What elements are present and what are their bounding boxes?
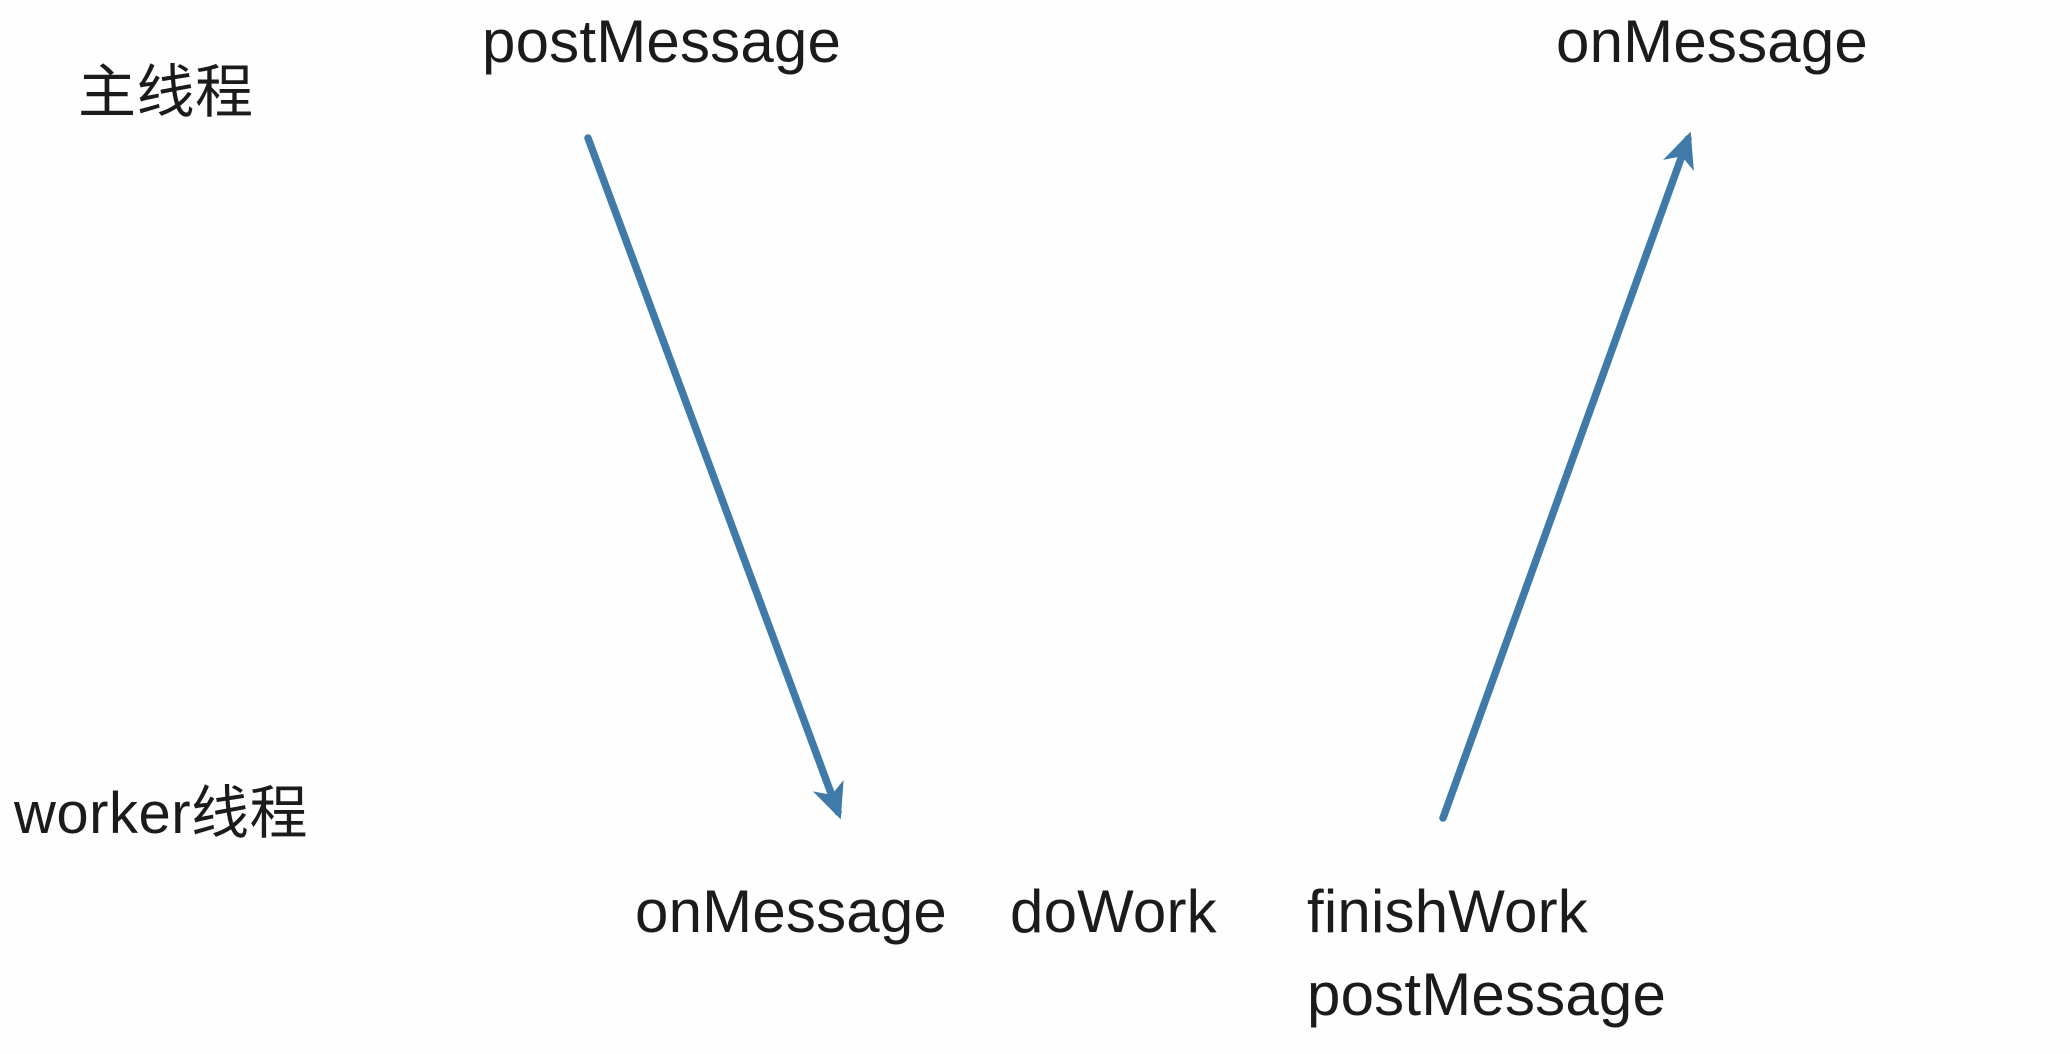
message-arrow-down [584,134,844,820]
event-label-worker-finish-work: finishWork [1307,878,1588,945]
event-label-worker-on-message: onMessage [635,878,947,945]
message-arrow-down-line [584,134,844,820]
lane-label-main-thread: 主线程 [78,60,254,125]
event-label-worker-do-work: doWork [1010,878,1217,945]
lane-label-worker-thread: worker线程 [14,781,309,846]
message-arrow-up [1439,131,1694,822]
message-arrow-up-line [1439,131,1694,822]
event-label-main-on-message: onMessage [1556,8,1868,75]
event-label-main-post-message: postMessage [482,8,842,75]
event-label-worker-post-message: postMessage [1307,961,1667,1028]
